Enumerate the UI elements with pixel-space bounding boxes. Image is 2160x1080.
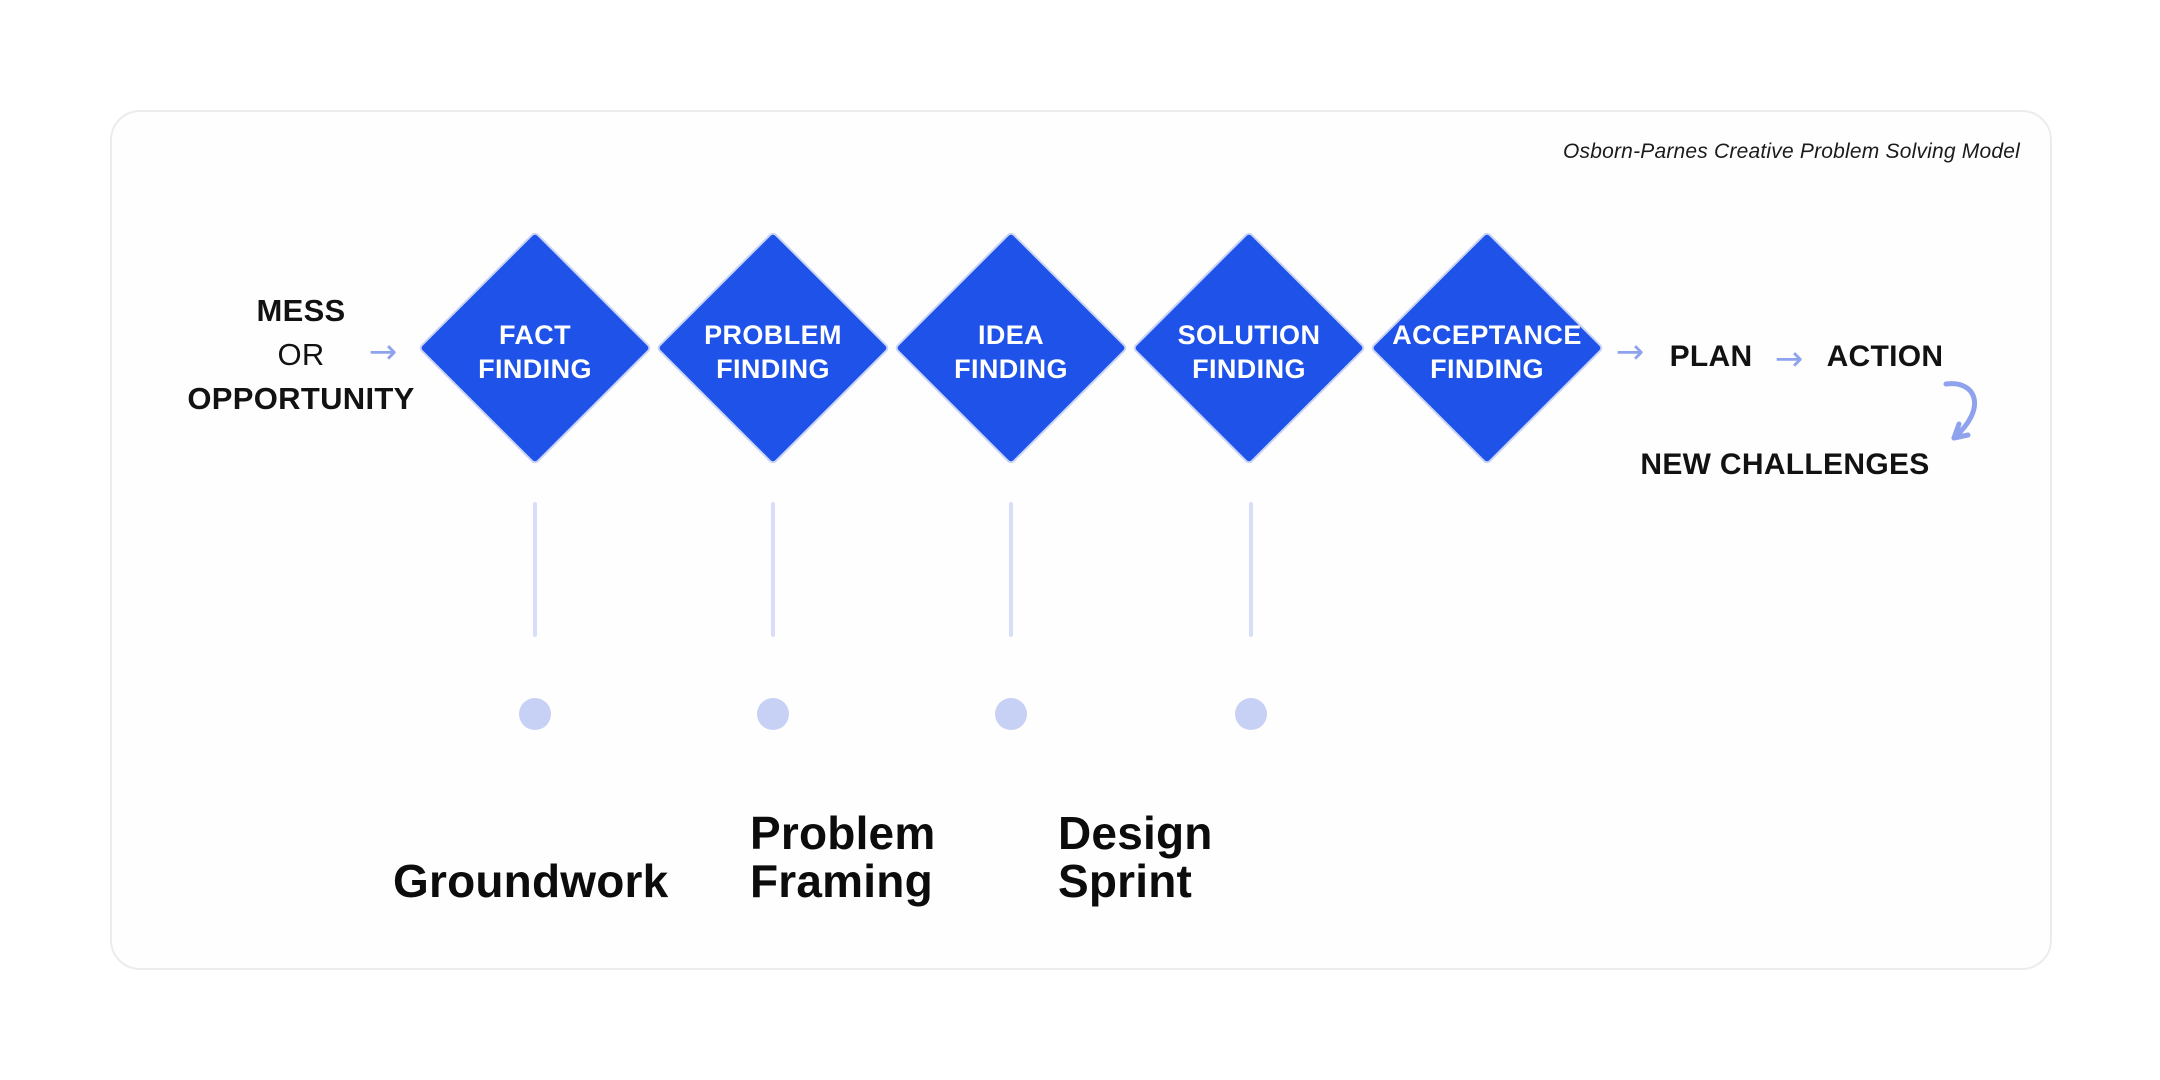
stage-label-problem-finding: PROBLEM FINDING — [663, 318, 883, 386]
stage-label-line2: FINDING — [1192, 354, 1306, 384]
stage-label-line1: IDEA — [977, 320, 1045, 350]
right-arrow-icon: → — [1615, 332, 1645, 372]
stage-connector-line — [533, 502, 537, 637]
phase-label-line1: Problem — [750, 807, 936, 859]
curved-arrow-shaft — [1943, 381, 1977, 441]
phase-label-line1: Design — [1058, 807, 1213, 859]
stage-label-fact-finding: FACT FINDING — [425, 318, 645, 386]
action-label: ACTION — [1826, 340, 1944, 373]
stage-label-line1: ACCEPTANCE — [1392, 320, 1582, 350]
stage-label-solution-finding: SOLUTION FINDING — [1139, 318, 1359, 386]
diagram-card — [110, 110, 2052, 970]
stage-label-line2: FINDING — [954, 354, 1068, 384]
stage-label-line2: FINDING — [478, 354, 592, 384]
phase-label-problem-framing: Problem Framing — [750, 809, 935, 905]
start-label-line1: MESS — [256, 293, 346, 328]
new-challenges-label: NEW CHALLENGES — [1640, 448, 1930, 481]
phase-label-line2: Framing — [750, 855, 933, 907]
stage-label-line1: SOLUTION — [1177, 320, 1321, 350]
curved-arrow-icon — [1943, 381, 1977, 441]
stage-label-line1: PROBLEM — [704, 320, 842, 350]
phase-label-groundwork: Groundwork — [393, 857, 668, 905]
curved-arrow-head — [1951, 421, 1971, 441]
stage-label-idea-finding: IDEA FINDING — [901, 318, 1121, 386]
stage-dot — [1235, 698, 1267, 730]
right-arrow-icon: → — [368, 332, 398, 372]
stage-label-line2: FINDING — [1430, 354, 1544, 384]
phase-label-design-sprint: Design Sprint — [1058, 809, 1213, 905]
stage-dot — [995, 698, 1027, 730]
phase-label-line1: Groundwork — [393, 855, 669, 907]
stage-connector-line — [1249, 502, 1253, 637]
stage-label-line1: FACT — [498, 320, 572, 350]
stage-label-line2: FINDING — [716, 354, 830, 384]
stage-connector-line — [771, 502, 775, 637]
phase-label-line2: Sprint — [1058, 855, 1193, 907]
diagram-title: Osborn-Parnes Creative Problem Solving M… — [1563, 140, 2020, 163]
stage-label-acceptance-finding: ACCEPTANCE FINDING — [1377, 318, 1597, 386]
stage-dot — [757, 698, 789, 730]
right-arrow-icon: → — [1774, 339, 1804, 379]
start-label: MESS OR OPPORTUNITY — [160, 289, 442, 421]
plan-label: PLAN — [1669, 340, 1753, 373]
stage-connector-line — [1009, 502, 1013, 637]
start-label-line2: OR — [277, 337, 325, 372]
stage-dot — [519, 698, 551, 730]
start-label-line3: OPPORTUNITY — [187, 381, 415, 416]
